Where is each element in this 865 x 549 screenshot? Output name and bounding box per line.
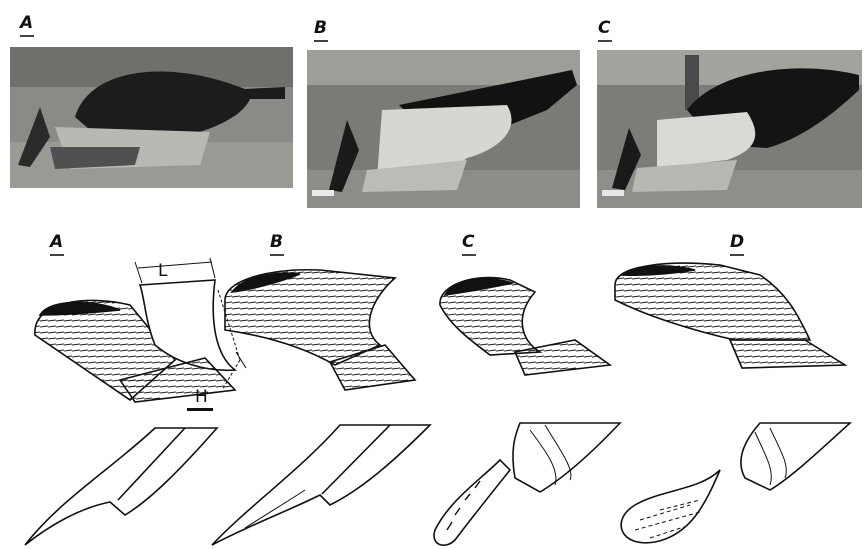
moldboard-drawing-b [225,270,415,390]
profile-drawing-d [621,423,850,543]
profile-drawing-b [212,425,430,545]
moldboard-drawing-d [615,263,845,368]
profile-drawing-c [434,423,620,545]
moldboard-drawing-a [35,258,246,402]
moldboard-drawing-c [440,278,610,375]
profile-drawing-a [25,428,217,545]
